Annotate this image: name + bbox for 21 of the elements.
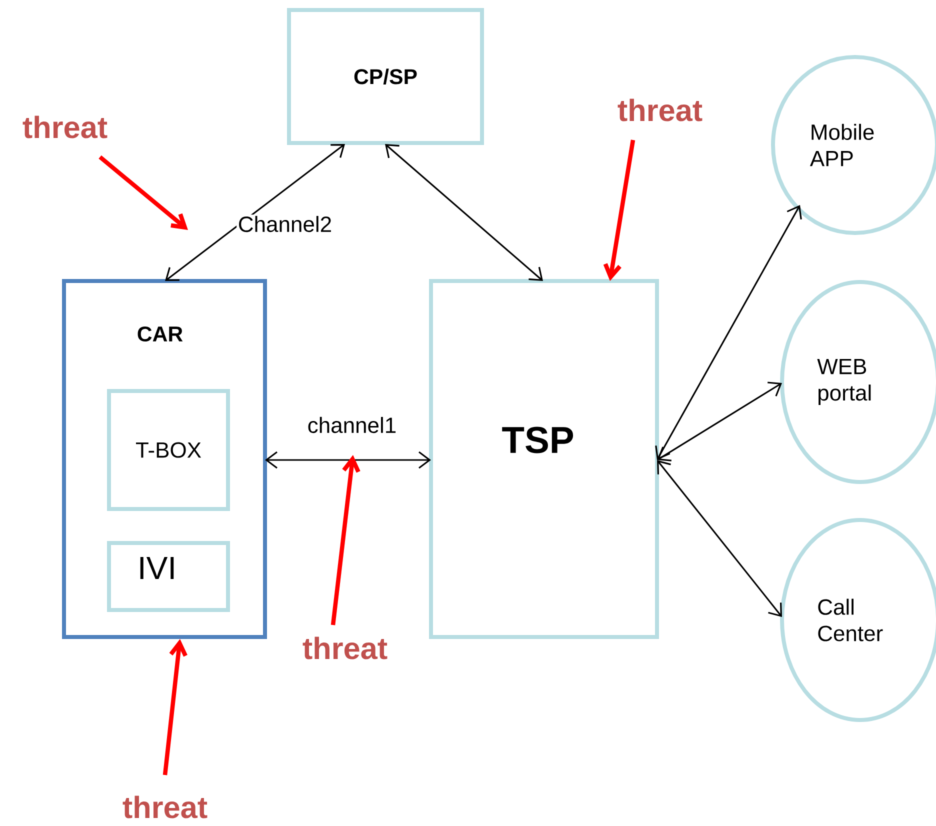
threat-label: threat — [122, 796, 208, 818]
process-box: CP/SP — [287, 8, 484, 145]
double-arrow — [655, 205, 802, 460]
threat-arrow — [98, 155, 188, 230]
threat-arrow — [330, 455, 360, 626]
process-box: IVI — [107, 541, 230, 612]
edge-label: Channel2 — [236, 214, 334, 234]
process-box: T-BOX — [107, 389, 230, 511]
double-arrow — [657, 382, 782, 462]
double-arrow — [165, 144, 345, 281]
threat-label: threat — [22, 116, 108, 138]
threat-label: threat — [302, 636, 388, 660]
double-arrow — [265, 451, 431, 469]
threat-arrow — [162, 639, 188, 776]
threat-arrow — [603, 140, 636, 281]
double-arrow — [385, 144, 543, 281]
box-heading: TSP — [502, 426, 574, 454]
edge-label: channel1 — [306, 416, 398, 434]
double-arrow — [657, 460, 782, 617]
box-heading: CAR — [138, 326, 183, 342]
threat-label: threat — [618, 98, 702, 122]
